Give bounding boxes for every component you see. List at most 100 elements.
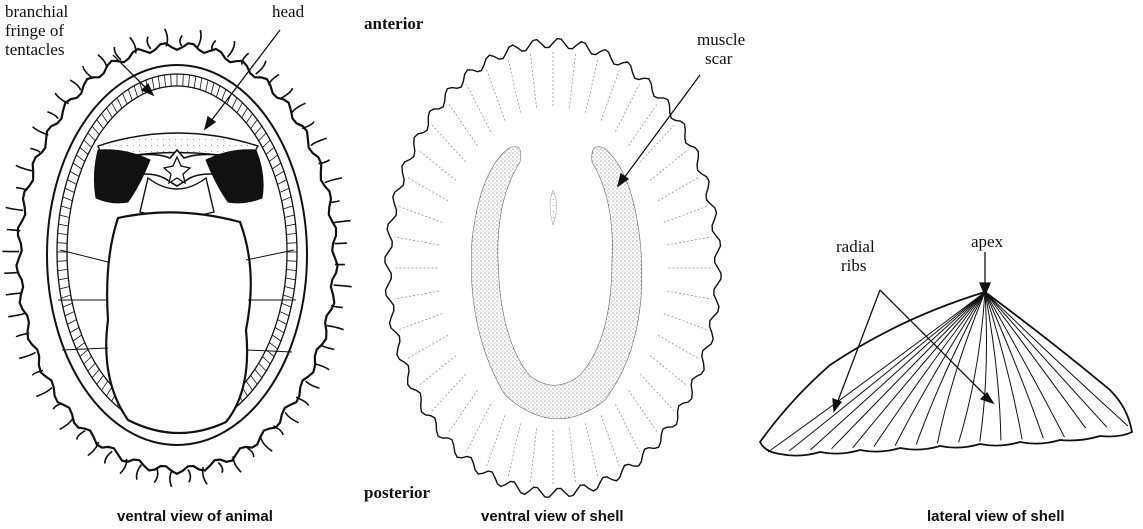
left-dark-lobe — [94, 150, 150, 203]
tentacle — [77, 431, 86, 440]
tentacle — [105, 451, 112, 463]
gill-lamella — [63, 197, 73, 201]
tentacle — [8, 313, 24, 316]
tentacle — [188, 470, 191, 483]
gill-lamella — [287, 261, 297, 262]
gill-lamella — [255, 369, 262, 378]
tentacle — [180, 36, 182, 47]
gill-lamella — [61, 206, 71, 209]
gill-lamella — [128, 89, 132, 100]
tentacle — [33, 127, 49, 135]
radial-ribs-label-line-1: radial — [836, 238, 875, 255]
tentacle — [137, 465, 142, 480]
tentacle — [6, 207, 23, 210]
caption-shell-ventral: ventral view of shell — [481, 508, 624, 525]
gill-lamella — [283, 206, 293, 209]
tentacle — [170, 470, 172, 487]
gill-lamella — [57, 261, 67, 262]
gill-lamella — [152, 78, 154, 90]
shell-scalloped-margin — [385, 39, 721, 498]
tentacle — [325, 178, 342, 183]
gill-lamella — [285, 215, 295, 218]
head-label: head — [272, 3, 304, 20]
gill-lamella — [272, 335, 281, 341]
tentacle — [70, 80, 80, 90]
gill-lamella — [222, 89, 226, 100]
gill-lamella — [251, 375, 258, 384]
gill-lamella — [286, 233, 296, 234]
gill-lamella — [266, 147, 274, 154]
posterior-label: posterior — [364, 484, 430, 501]
tentacle — [274, 426, 284, 435]
tentacle — [55, 93, 68, 104]
gill-lamella — [287, 243, 297, 244]
tentacle — [296, 397, 309, 405]
gill-lamella — [60, 287, 70, 290]
gill-lamella — [59, 278, 69, 280]
gill-lamella — [67, 320, 76, 325]
tentacle — [197, 30, 201, 48]
tentacle — [247, 448, 253, 457]
shell-ventral-figure — [385, 39, 721, 498]
gill-lamella — [183, 74, 184, 86]
gill-lamella — [102, 381, 108, 390]
muscle-scar-label-line-1: muscle — [697, 31, 745, 48]
gill-lamella — [189, 75, 190, 87]
gill-lamella — [200, 78, 202, 90]
gill-lamella — [76, 155, 84, 162]
caption-animal: ventral view of animal — [117, 508, 273, 525]
tentacle — [227, 41, 234, 57]
gill-lamella — [211, 83, 214, 94]
apex-label: apex — [971, 233, 1003, 250]
tentacle — [6, 293, 21, 295]
muscle-scar-label-line-2: scar — [705, 50, 732, 67]
tentacle — [147, 37, 151, 49]
tentacle — [292, 103, 306, 113]
gill-lamella — [58, 233, 68, 234]
gill-lamella — [286, 278, 296, 280]
gill-lamella — [92, 126, 99, 135]
gill-lamella — [73, 335, 82, 341]
gill-lamella — [65, 312, 74, 316]
gill-lamella — [60, 215, 70, 218]
gill-lamella — [67, 180, 76, 185]
tentacle — [321, 345, 334, 349]
gill-lamella — [263, 140, 271, 148]
tentacle — [98, 55, 107, 68]
tentacle — [281, 88, 293, 98]
tentacle — [16, 188, 27, 191]
gill-lamella — [76, 342, 84, 349]
shell-lateral-figure — [760, 292, 1132, 456]
gill-lamella — [84, 357, 92, 365]
gill-lamella — [280, 312, 289, 316]
gill-lamella — [65, 188, 74, 192]
gill-lamella — [246, 114, 252, 123]
tentacle — [4, 272, 19, 273]
gill-lamella — [286, 269, 296, 270]
gill-lamella — [272, 163, 281, 169]
gill-lamella — [286, 224, 296, 226]
gill-lamella — [263, 357, 271, 365]
gill-lamella — [194, 76, 196, 88]
gill-lamella — [242, 108, 248, 118]
gill-lamella — [275, 171, 284, 176]
tentacle — [327, 326, 344, 330]
branchial-label-line-2: fringe of — [5, 22, 64, 39]
gill-lamella — [216, 86, 220, 97]
gill-lamella — [97, 375, 104, 384]
gill-lamella — [80, 147, 88, 154]
anterior-label: anterior — [364, 15, 423, 32]
gill-lamella — [70, 327, 79, 332]
gill-lamella — [283, 295, 293, 298]
gill-lamella — [61, 295, 71, 298]
gill-lamella — [259, 363, 267, 371]
foot — [106, 212, 251, 433]
branchial-label-line-1: branchial — [5, 3, 68, 20]
gill-lamella — [259, 133, 267, 141]
gill-lamella — [158, 76, 160, 88]
tentacle — [314, 364, 329, 370]
gill-lamella — [232, 98, 237, 108]
tentacle — [256, 61, 266, 74]
tentacle — [333, 221, 351, 223]
